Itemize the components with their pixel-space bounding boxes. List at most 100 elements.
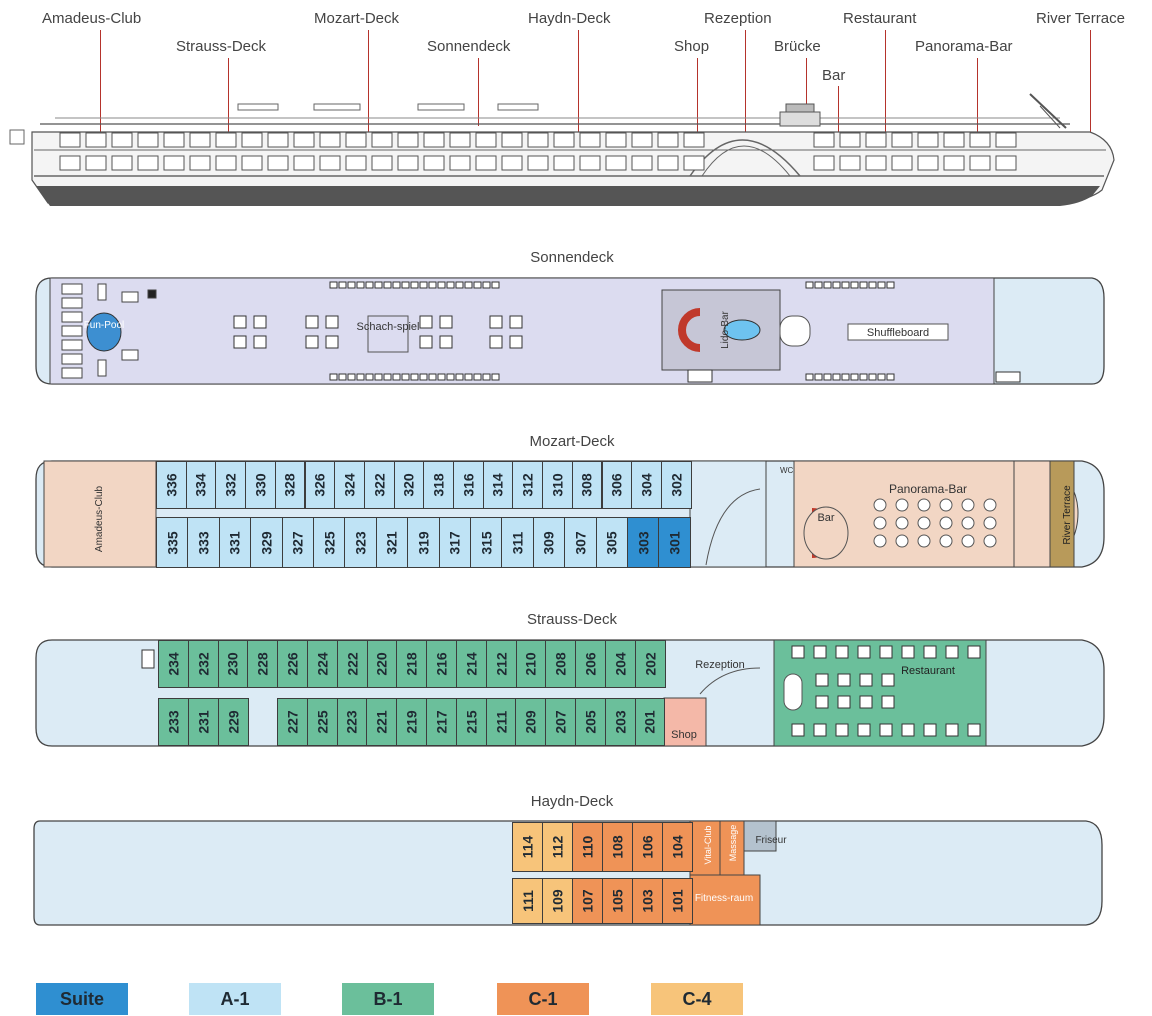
cabin-number: 212 xyxy=(493,652,510,676)
cabin-216[interactable]: 216 xyxy=(426,640,457,688)
cabin-210[interactable]: 210 xyxy=(515,640,547,688)
cabin-number: 314 xyxy=(490,473,507,497)
cabin-309[interactable]: 309 xyxy=(532,517,566,568)
cabin-224[interactable]: 224 xyxy=(307,640,338,688)
deck-chair xyxy=(338,373,347,381)
cabin-number: 105 xyxy=(609,889,626,913)
cabin-307[interactable]: 307 xyxy=(564,517,597,568)
cabin-233[interactable]: 233 xyxy=(158,698,189,746)
cabin-231[interactable]: 231 xyxy=(188,698,219,746)
cabin-234[interactable]: 234 xyxy=(158,640,189,688)
cabin-207[interactable]: 207 xyxy=(545,698,576,746)
cabin-211[interactable]: 211 xyxy=(485,698,517,746)
cabin-308[interactable]: 308 xyxy=(571,461,603,509)
cabin-222[interactable]: 222 xyxy=(336,640,368,688)
cabin-230[interactable]: 230 xyxy=(217,640,249,688)
cabin-303[interactable]: 303 xyxy=(627,517,660,568)
cabin-209[interactable]: 209 xyxy=(515,698,547,746)
cabin-232[interactable]: 232 xyxy=(187,640,219,688)
cabin-331[interactable]: 331 xyxy=(218,517,252,568)
cabin-328[interactable]: 328 xyxy=(274,461,306,509)
cabin-321[interactable]: 321 xyxy=(375,517,409,568)
cabin-229[interactable]: 229 xyxy=(218,698,249,746)
bar-seat xyxy=(939,534,953,548)
cabin-322[interactable]: 322 xyxy=(363,461,395,509)
cabin-334[interactable]: 334 xyxy=(185,461,217,509)
cabin-326[interactable]: 326 xyxy=(304,461,336,509)
cabin-311[interactable]: 311 xyxy=(501,517,534,568)
cabin-320[interactable]: 320 xyxy=(393,461,425,509)
cabin-205[interactable]: 205 xyxy=(575,698,606,746)
cabin-202[interactable]: 202 xyxy=(634,640,666,688)
cabin-number: 328 xyxy=(282,473,299,497)
cabin-number: 305 xyxy=(603,530,620,555)
cabin-324[interactable]: 324 xyxy=(334,461,365,509)
cabin-316[interactable]: 316 xyxy=(453,461,484,509)
cabin-number: 221 xyxy=(373,710,390,734)
cabin-220[interactable]: 220 xyxy=(366,640,398,688)
cabin-223[interactable]: 223 xyxy=(336,698,368,746)
cabin-219[interactable]: 219 xyxy=(396,698,427,746)
cabin-114[interactable]: 114 xyxy=(512,822,543,872)
restaurant-table xyxy=(815,695,829,709)
cabin-201[interactable]: 201 xyxy=(634,698,666,746)
cabin-314[interactable]: 314 xyxy=(482,461,514,509)
cabin-329[interactable]: 329 xyxy=(250,517,283,568)
cabin-110[interactable]: 110 xyxy=(572,822,603,872)
deck-chair xyxy=(383,281,392,289)
cabin-112[interactable]: 112 xyxy=(542,822,573,872)
cabin-108[interactable]: 108 xyxy=(602,822,633,872)
cabin-323[interactable]: 323 xyxy=(344,517,377,568)
cabin-106[interactable]: 106 xyxy=(632,822,663,872)
cabin-104[interactable]: 104 xyxy=(662,822,693,872)
cabin-105[interactable]: 105 xyxy=(602,878,633,924)
deck-chair xyxy=(814,373,823,381)
window xyxy=(319,155,341,171)
window xyxy=(319,132,341,148)
cabin-214[interactable]: 214 xyxy=(456,640,487,688)
deck-table xyxy=(325,335,339,349)
cabin-336[interactable]: 336 xyxy=(156,461,187,509)
cabin-335[interactable]: 335 xyxy=(156,517,189,568)
cabin-327[interactable]: 327 xyxy=(281,517,314,568)
cabin-221[interactable]: 221 xyxy=(366,698,398,746)
cabin-101[interactable]: 101 xyxy=(662,878,693,924)
cabin-109[interactable]: 109 xyxy=(542,878,573,924)
cabin-333[interactable]: 333 xyxy=(187,517,220,568)
cabin-215[interactable]: 215 xyxy=(455,698,487,746)
cabin-305[interactable]: 305 xyxy=(595,517,628,568)
cabin-111[interactable]: 111 xyxy=(512,878,543,924)
cabin-312[interactable]: 312 xyxy=(512,461,544,509)
cabin-318[interactable]: 318 xyxy=(423,461,454,509)
cabin-225[interactable]: 225 xyxy=(306,698,338,746)
cabin-330[interactable]: 330 xyxy=(245,461,276,509)
cabin-217[interactable]: 217 xyxy=(426,698,457,746)
cabin-304[interactable]: 304 xyxy=(631,461,662,509)
cabin-306[interactable]: 306 xyxy=(601,461,633,509)
cabin-212[interactable]: 212 xyxy=(485,640,517,688)
window xyxy=(163,132,185,148)
deck-chair xyxy=(419,373,428,381)
deck-chair xyxy=(482,373,491,381)
cabin-227[interactable]: 227 xyxy=(277,698,308,746)
cabin-206[interactable]: 206 xyxy=(575,640,606,688)
cabin-310[interactable]: 310 xyxy=(542,461,573,509)
cabin-317[interactable]: 317 xyxy=(438,517,471,568)
cabin-325[interactable]: 325 xyxy=(313,517,346,568)
cabin-315[interactable]: 315 xyxy=(470,517,503,568)
cabin-203[interactable]: 203 xyxy=(604,698,636,746)
cabin-218[interactable]: 218 xyxy=(396,640,428,688)
cabin-103[interactable]: 103 xyxy=(632,878,663,924)
cabin-107[interactable]: 107 xyxy=(572,878,603,924)
cabin-301[interactable]: 301 xyxy=(658,517,691,568)
cabin-204[interactable]: 204 xyxy=(605,640,636,688)
cabin-228[interactable]: 228 xyxy=(247,640,279,688)
cabin-332[interactable]: 332 xyxy=(215,461,247,509)
deck-chair xyxy=(886,281,895,289)
restaurant-table xyxy=(837,695,851,709)
cabin-226[interactable]: 226 xyxy=(277,640,308,688)
cabin-208[interactable]: 208 xyxy=(545,640,577,688)
cabin-number: 316 xyxy=(460,473,477,497)
cabin-319[interactable]: 319 xyxy=(407,517,440,568)
cabin-302[interactable]: 302 xyxy=(660,461,692,509)
